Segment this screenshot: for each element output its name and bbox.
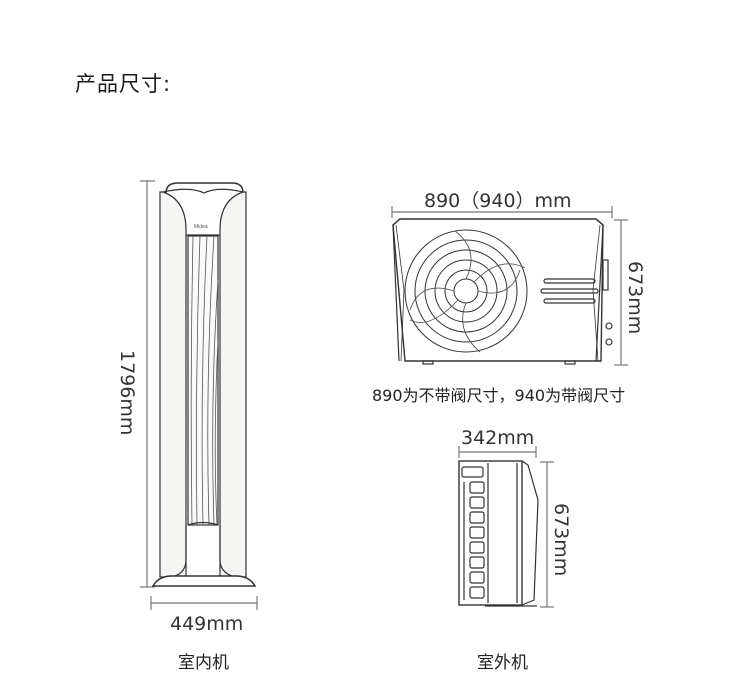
indoor-unit-drawing bbox=[140, 180, 258, 610]
valve-size-note: 890为不带阀尺寸，940为带阀尺寸 bbox=[372, 386, 626, 405]
brand-mark: Midea bbox=[194, 224, 208, 230]
outdoor-front-drawing bbox=[391, 206, 628, 366]
outdoor-unit-label: 室外机 bbox=[477, 653, 528, 673]
outdoor-side-height-dimension: 673mm bbox=[550, 503, 572, 577]
outdoor-side-depth-dimension: 342mm bbox=[461, 427, 535, 449]
indoor-unit-label: 室内机 bbox=[178, 653, 229, 673]
indoor-width-dimension: 449mm bbox=[170, 613, 244, 635]
indoor-height-dimension: 1796mm bbox=[116, 350, 138, 436]
outdoor-side-drawing bbox=[458, 446, 554, 608]
outdoor-front-width-dimension: 890（940）mm bbox=[424, 190, 572, 212]
outdoor-front-height-dimension: 673mm bbox=[624, 261, 646, 335]
page-title: 产品尺寸: bbox=[75, 72, 172, 96]
